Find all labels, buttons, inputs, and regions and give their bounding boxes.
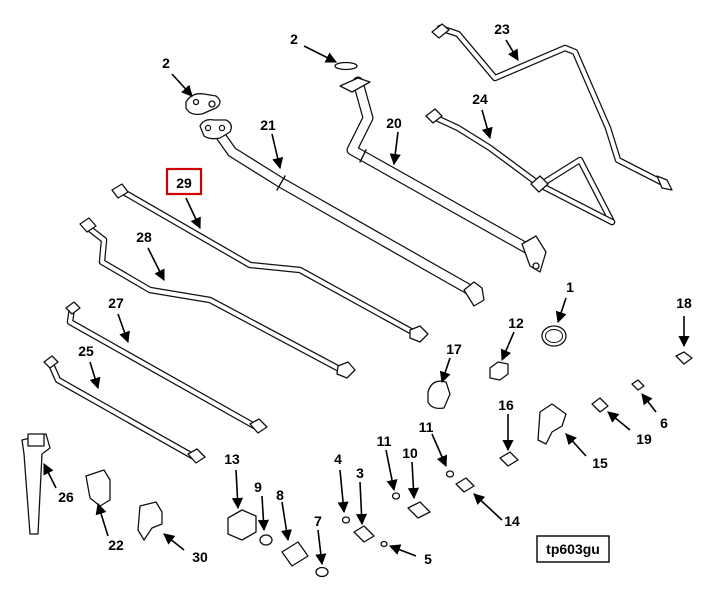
part-4-oring	[341, 516, 351, 524]
callout-16: 16	[498, 397, 514, 413]
callout-21: 21	[260, 117, 276, 133]
callout-4: 4	[334, 451, 342, 467]
callout-13: 13	[224, 451, 240, 467]
callout-7: 7	[314, 513, 322, 529]
part-5-oring	[380, 540, 388, 548]
callout-14: 14	[504, 513, 520, 529]
part-9-oring	[259, 534, 273, 546]
callout-2-left: 2	[162, 55, 170, 71]
callout-3: 3	[356, 465, 364, 481]
part-19-fitting	[591, 397, 609, 413]
leader-arrows	[43, 39, 690, 566]
callout-8: 8	[276, 487, 284, 503]
part-2-gasket-right	[334, 61, 358, 71]
part-20-pipe	[339, 76, 547, 273]
part-11-oring-right	[445, 470, 455, 478]
callout-26: 26	[58, 489, 74, 505]
callout-29-highlight-box	[165, 167, 203, 196]
callout-27: 27	[108, 295, 124, 311]
part-21-pipe	[199, 118, 485, 307]
part-3-fitting	[353, 525, 375, 543]
callout-1: 1	[566, 279, 574, 295]
callout-24: 24	[472, 91, 488, 107]
part-18-bolt	[675, 351, 693, 365]
callout-11-left: 11	[377, 433, 392, 449]
part-10-fitting	[407, 501, 431, 519]
part-12-nut	[489, 361, 509, 381]
part-15-tee	[537, 403, 567, 445]
part-29-tube	[111, 183, 429, 343]
part-24-tube	[425, 108, 616, 226]
part-14-fitting	[455, 477, 475, 493]
part-1-oring	[541, 325, 567, 347]
part-26-bracket	[21, 433, 51, 535]
part-13-nut	[227, 509, 257, 541]
callout-19: 19	[636, 431, 652, 447]
part-7-oring	[315, 566, 329, 578]
part-6-fitting	[631, 379, 645, 391]
part-8-fitting	[281, 541, 309, 567]
part-23-tube	[431, 23, 673, 191]
callout-12: 12	[508, 315, 524, 331]
callout-22: 22	[108, 537, 124, 553]
callout-18: 18	[676, 295, 692, 311]
part-27-hose	[65, 301, 268, 434]
part-2-gasket-left	[185, 93, 221, 116]
callout-10: 10	[402, 445, 418, 461]
callout-30: 30	[192, 549, 208, 565]
callout-29: 29	[176, 175, 192, 191]
part-16-fitting	[499, 451, 519, 467]
callout-20: 20	[386, 115, 402, 131]
callout-25: 25	[78, 343, 94, 359]
callout-23: 23	[494, 21, 510, 37]
part-22-clip	[85, 469, 111, 507]
reference-code-box: tp603gu	[536, 535, 610, 563]
callout-17: 17	[446, 341, 462, 357]
reference-code: tp603gu	[546, 541, 600, 557]
part-28-tube	[79, 217, 356, 379]
callout-2-right: 2	[290, 31, 298, 47]
part-11-oring-left	[391, 492, 401, 500]
callout-28: 28	[136, 229, 152, 245]
part-25-hose	[43, 355, 206, 464]
callout-9: 9	[254, 479, 262, 495]
part-17-clamp	[427, 380, 451, 410]
part-30-clip	[137, 501, 163, 541]
callout-5: 5	[424, 551, 432, 567]
callout-11-right: 11	[419, 419, 434, 435]
callout-6: 6	[660, 415, 668, 431]
callout-15: 15	[592, 455, 608, 471]
callout-labels: 1 2 2 3 4 5 6 7 8 9 10 11 11 12 13 14 15…	[58, 21, 692, 567]
